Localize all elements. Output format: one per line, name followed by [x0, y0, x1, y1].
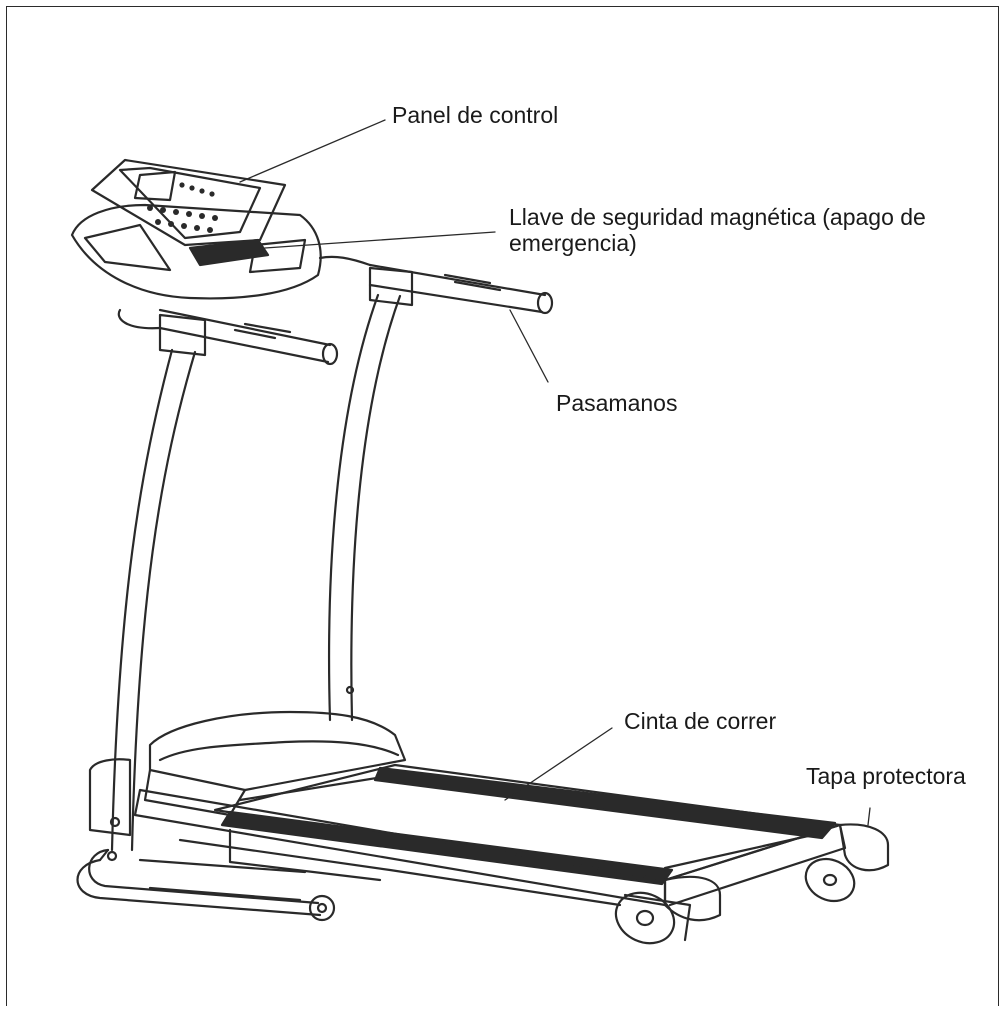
label-control-panel: Panel de control	[392, 102, 559, 128]
leader-lines	[239, 119, 871, 826]
handrails	[117, 255, 554, 366]
label-belt: Cinta de correr	[624, 708, 777, 734]
uprights	[106, 293, 402, 862]
label-handrails: Pasamanos	[556, 390, 678, 416]
wheels	[614, 857, 856, 945]
label-safety-key: Llave de seguridad magnética (apago de e…	[509, 204, 926, 256]
label-cover: Tapa protectora	[806, 763, 966, 789]
motor-hood	[143, 710, 407, 817]
deck	[133, 763, 890, 922]
console	[70, 158, 322, 300]
base-frame	[76, 758, 336, 922]
